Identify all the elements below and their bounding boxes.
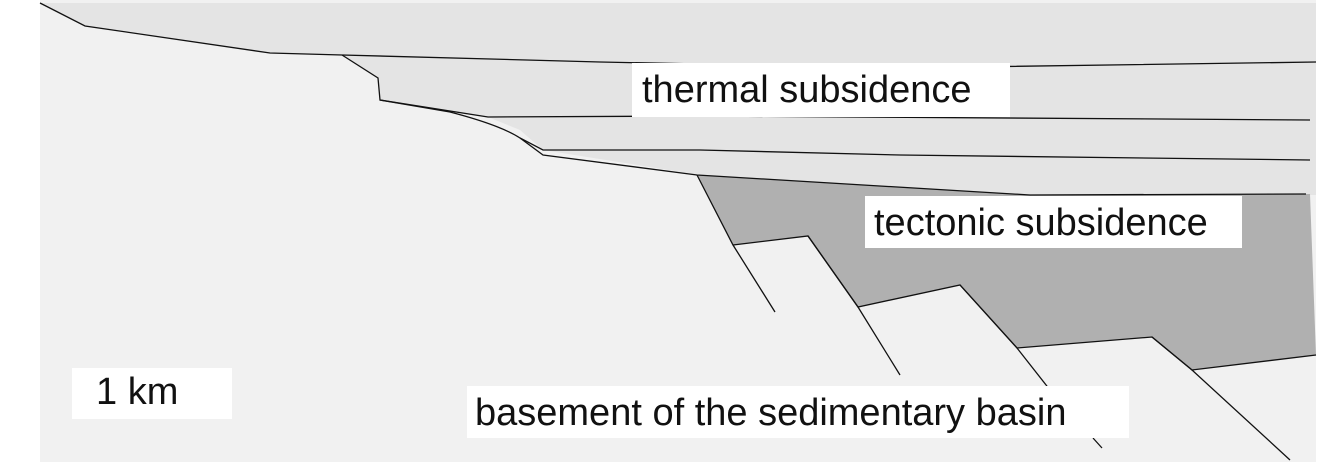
tectonic-subsidence-label: tectonic subsidence [874, 202, 1208, 244]
tectonic-label-box [865, 196, 1242, 248]
fault-1 [696, 174, 776, 313]
fault-4 [1151, 336, 1291, 461]
scale-label: 1 km [96, 371, 178, 413]
fault-3 [959, 284, 1051, 391]
basement-label-box [467, 386, 1129, 438]
scale-label-box [72, 368, 232, 419]
thermal-layer-line [379, 99, 1311, 161]
basement-label: basement of the sedimentary basin [475, 392, 1066, 434]
thermal-label-box [632, 63, 1010, 117]
thermal-subsidence-label: thermal subsidence [642, 69, 972, 111]
fault-3-tip [1092, 437, 1103, 449]
normal-faults [696, 174, 1291, 461]
fault-2 [807, 235, 901, 376]
